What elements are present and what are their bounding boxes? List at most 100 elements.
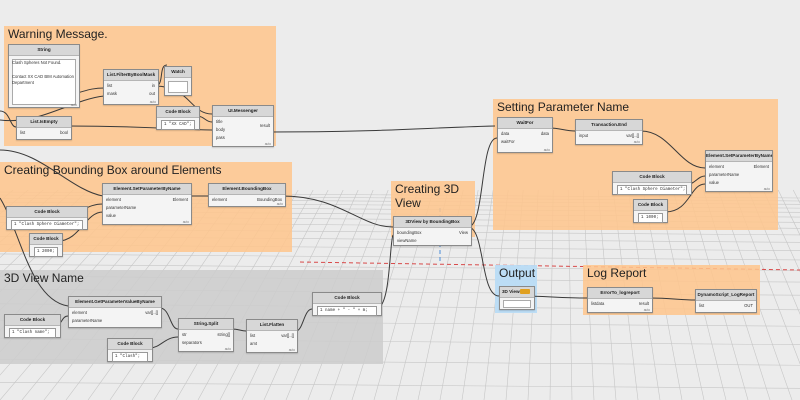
port-list[interactable]: list [20, 130, 26, 135]
port-boundingbox[interactable]: BoundingBox [257, 197, 282, 202]
node-list-isempty[interactable]: List.IsEmpty list bool [16, 116, 72, 140]
port-listdata[interactable]: listdata [591, 301, 605, 306]
code-editor[interactable]: 1 "Clash name"; [9, 328, 56, 338]
wire [0, 149, 104, 197]
port-result[interactable]: result [638, 301, 649, 306]
node-codeblock-clash-sphere-diameter-2[interactable]: Code Block 1 "Clash Sphere Diameter"; [612, 171, 692, 195]
port-parametername[interactable]: parameterName [72, 318, 103, 323]
port-element[interactable]: element [212, 197, 227, 202]
wire [640, 130, 706, 169]
node-string[interactable]: String Clash Spheres Not Found. Contact … [8, 44, 80, 108]
node-codeblock-1000[interactable]: Code Block 1 1000; [633, 199, 668, 223]
node-errorto-logreport[interactable]: ErrorTo_logreport listdata result auto [587, 287, 653, 313]
group-title: Warning Message. [8, 27, 108, 41]
port-element[interactable]: element [709, 164, 724, 169]
node-title: Code Block [5, 315, 60, 326]
port-boundingbox[interactable]: boundingBox [397, 230, 422, 235]
port-var[interactable]: var[]..[] [626, 133, 639, 138]
port-element[interactable]: element [106, 197, 121, 202]
code-editor[interactable]: 1 "Clash Sphere Diameter"; [11, 220, 83, 230]
node-title: 3D Views [500, 287, 534, 298]
node-element-setparameterbyname[interactable]: Element.SetParameterByName element param… [102, 183, 192, 225]
port-element-out[interactable]: Element [753, 164, 769, 169]
node-title: DynamoScript_LogReport [696, 290, 756, 301]
group-title: 3D View Name [4, 271, 84, 285]
node-3dview-by-boundingbox[interactable]: 3DView by BoundingBox boundingBox viewNa… [393, 216, 472, 246]
node-title: Code Block [30, 234, 62, 245]
node-waitfor[interactable]: WaitFor data waitFor data auto [497, 117, 553, 153]
node-element-boundingbox[interactable]: Element.BoundingBox element BoundingBox … [208, 183, 286, 207]
code-editor[interactable]: 1 "Clash Sphere Diameter"; [617, 185, 687, 195]
node-title: String [9, 45, 79, 56]
port-data[interactable]: data [501, 131, 510, 136]
string-line-1: Clash Spheres Not Found. [12, 60, 62, 65]
port-list[interactable]: list [107, 83, 113, 88]
node-list-filterbyboolmask[interactable]: List.FilterByBoolMask list mask in out a… [103, 69, 159, 105]
node-title: Element.BoundingBox [209, 184, 285, 195]
port-parametername[interactable]: parameterName [106, 205, 137, 210]
node-element-setparameterbyname-2[interactable]: Element.SetParameterByName element param… [705, 150, 773, 192]
node-footer: auto [276, 202, 283, 206]
node-list-flatten[interactable]: List.Flatten list amt var[]..[] auto [246, 319, 298, 353]
code-editor[interactable]: 1 2000; [34, 247, 58, 257]
port-list[interactable]: list [699, 303, 705, 308]
node-footer: auto [643, 308, 650, 312]
node-dynamoscript-logreport[interactable]: DynamoScript_LogReport list OUT [695, 289, 757, 313]
port-body[interactable]: body [216, 127, 226, 132]
node-footer: auto [543, 148, 550, 152]
code-editor[interactable]: 1 "Clash"; [112, 352, 148, 362]
port-string[interactable]: string[] [217, 332, 230, 337]
node-title: Watch [165, 67, 191, 78]
wire [664, 183, 706, 213]
code-editor[interactable]: 1 name + " - " + m; [317, 306, 377, 316]
node-footer: auto [264, 142, 271, 146]
node-3d-views-watch[interactable]: 3D Views [499, 286, 535, 310]
port-mask[interactable]: mask [107, 91, 118, 96]
port-data-out[interactable]: data [540, 131, 549, 136]
port-var[interactable]: var[]..[] [281, 333, 294, 338]
node-codeblock-concat[interactable]: Code Block 1 name + " - " + m; [312, 292, 382, 316]
port-list[interactable]: list [250, 333, 256, 338]
node-title: 3DView by BoundingBox [394, 217, 471, 228]
port-pass[interactable]: pass [216, 135, 225, 140]
node-codeblock-2000[interactable]: Code Block 1 2000; [29, 233, 63, 257]
group-title: Output [499, 266, 536, 280]
node-ui-messenger[interactable]: UI.Messenger title body pass result auto [212, 105, 274, 147]
port-str[interactable]: str [182, 332, 187, 337]
port-amt[interactable]: amt [250, 341, 257, 346]
port-viewname[interactable]: viewName [397, 238, 417, 243]
code-editor[interactable]: 1 "XX CAD"; [161, 120, 195, 130]
port-result[interactable]: result [259, 123, 270, 128]
port-value[interactable]: value [709, 180, 720, 185]
node-codeblock-clash-name[interactable]: Code Block 1 "Clash name"; [4, 314, 61, 338]
port-var[interactable]: var[]..[] [145, 310, 158, 315]
node-element-getparametervaluebyname[interactable]: Element.GetParameterValueByName element … [68, 296, 162, 328]
string-input[interactable] [12, 59, 76, 105]
node-title: Code Block [313, 293, 381, 304]
port-bool[interactable]: bool [60, 130, 68, 135]
port-out[interactable]: out [149, 91, 155, 96]
port-value[interactable]: value [106, 213, 117, 218]
port-separators[interactable]: separators [182, 340, 202, 345]
node-title: List.Flatten [247, 320, 297, 331]
port-parametername[interactable]: parameterName [709, 172, 740, 177]
port-element[interactable]: element [72, 310, 87, 315]
node-string-split[interactable]: String.Split str separators string[] aut… [178, 318, 234, 352]
wire [0, 95, 105, 122]
code-editor[interactable]: 1 1000; [638, 213, 663, 223]
port-title[interactable]: title [216, 119, 223, 124]
port-element-out[interactable]: Element [172, 197, 188, 202]
node-footer: auto [763, 187, 770, 191]
port-waitfor[interactable]: waitFor [501, 139, 515, 144]
node-transaction-end[interactable]: Transaction.End input var[]..[] auto [575, 119, 643, 145]
node-title: List.FilterByBoolMask [104, 70, 158, 81]
node-codeblock-xxcad[interactable]: Code Block 1 "XX CAD"; [156, 106, 200, 130]
port-out[interactable]: OUT [744, 303, 753, 308]
port-in[interactable]: in [151, 83, 155, 88]
port-view[interactable]: View [458, 230, 468, 235]
node-codeblock-clash[interactable]: Code Block 1 "Clash"; [107, 338, 153, 362]
node-watch[interactable]: Watch [164, 66, 192, 96]
node-codeblock-clash-sphere-diameter[interactable]: Code Block 1 "Clash Sphere Diameter"; [6, 206, 88, 230]
port-input[interactable]: input [579, 133, 589, 138]
